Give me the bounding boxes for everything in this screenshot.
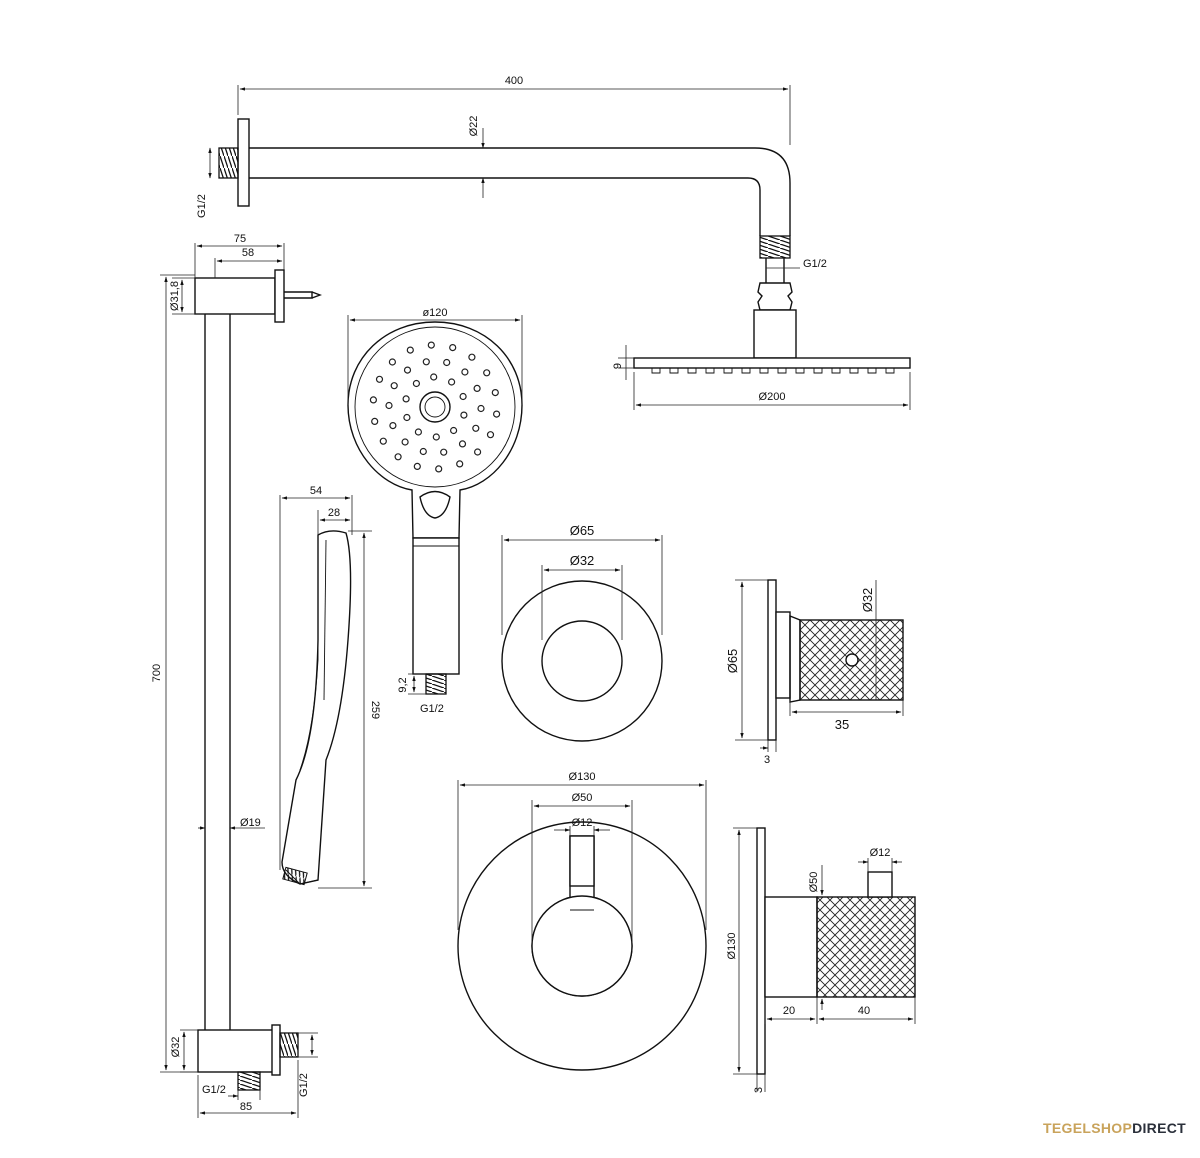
thermo-side-plate-dim: 3 — [753, 1087, 765, 1093]
thermostat-side: Ø12 Ø50 Ø130 20 40 3 — [726, 827, 916, 1093]
nozzle-dot — [456, 460, 464, 468]
nozzle-dot — [369, 396, 377, 404]
hand-thread-height-dim: 9,2 — [397, 677, 409, 692]
thermo-side-lever-dim: Ø12 — [870, 847, 891, 859]
thermo-side-knob-dim: Ø50 — [808, 872, 820, 893]
bar-bottom-thread-right-dim: G1/2 — [298, 1073, 310, 1097]
nozzle-dot — [491, 389, 499, 397]
thermo-rosette-dim: Ø130 — [569, 771, 596, 783]
bar-bottom-thread-left-dim: G1/2 — [202, 1084, 226, 1096]
nozzle-dot — [472, 424, 480, 432]
thermo-lever-dim: Ø12 — [572, 817, 593, 829]
nozzle-dot — [390, 382, 398, 390]
nozzle-dot — [427, 341, 435, 349]
nozzle-dot — [385, 401, 393, 410]
nozzle-dot — [468, 353, 476, 361]
nozzle-dot — [412, 379, 420, 388]
nozzle-dot — [461, 368, 469, 376]
arm-diameter-dim: Ø22 — [468, 116, 480, 137]
bar-bracket-width-dim: 75 — [234, 233, 246, 245]
hand-diameter-dim: ø120 — [422, 307, 447, 319]
stop-side-knob-dim: Ø32 — [860, 588, 875, 613]
stop-valve-front: Ø65 Ø32 — [501, 523, 663, 742]
thermo-side-base-dim: 20 — [783, 1005, 795, 1017]
nozzle-dot — [459, 392, 467, 401]
nozzle-dot — [389, 422, 397, 430]
nozzle-dot — [371, 417, 379, 425]
bar-bracket-depth-dim: 58 — [242, 247, 254, 259]
stop-side-rosette-dim: Ø65 — [725, 649, 740, 674]
nozzle-dot — [483, 369, 491, 377]
thermo-side-rosette-dim: Ø130 — [726, 933, 738, 960]
nozzle-dot — [375, 375, 384, 383]
hand-nozzles — [369, 341, 501, 473]
nozzle-dot — [430, 373, 438, 381]
nozzle-dot — [403, 413, 411, 422]
nozzle-dot — [486, 431, 495, 439]
nozzle-dot — [432, 433, 440, 441]
head-nozzles — [651, 368, 895, 374]
hand-side-inner-dim: 28 — [328, 507, 340, 519]
nozzle-dot — [443, 358, 451, 367]
bar-bracket-diameter-dim: Ø31,8 — [169, 281, 181, 311]
thermo-knob-dim: Ø50 — [572, 792, 593, 804]
stop-rosette-dim: Ø65 — [570, 523, 595, 538]
stop-knob-dim: Ø32 — [570, 553, 595, 568]
hand-length-dim: 259 — [369, 701, 381, 719]
brand-part-1: TEGELSHOP — [1043, 1120, 1133, 1136]
shower-arm: 400 Ø22 G1/2 G1/2 9 Ø200 — [196, 75, 911, 410]
arm-thread-dim: G1/2 — [196, 194, 208, 218]
slide-bar: 75 58 Ø31,8 700 Ø19 Ø32 G1/2 G1/2 85 — [151, 233, 322, 1118]
bar-bottom-diameter-dim: Ø32 — [170, 1037, 182, 1058]
brand-part-2: DIRECT — [1132, 1120, 1186, 1136]
nozzle-dot — [401, 438, 409, 446]
nozzle-dot — [422, 358, 430, 366]
nozzle-dot — [414, 428, 422, 436]
nozzle-dot — [460, 411, 468, 419]
thermo-side-knob-len-dim: 40 — [858, 1005, 870, 1017]
nozzle-dot — [406, 346, 414, 354]
nozzle-dot — [477, 404, 485, 413]
arm-thread-head-dim: G1/2 — [803, 258, 827, 270]
nozzle-dot — [419, 447, 427, 456]
nozzle-dot — [449, 344, 457, 352]
nozzle-dot — [474, 448, 482, 456]
nozzle-dot — [402, 395, 410, 403]
nozzle-dot — [493, 410, 501, 418]
nozzle-dot — [473, 384, 481, 392]
hand-side-depth-dim: 54 — [310, 485, 322, 497]
arm-length-dim: 400 — [505, 75, 523, 87]
stop-side-length-dim: 35 — [835, 717, 849, 732]
hand-shower-front: ø120 9,2 G1/2 — [347, 307, 523, 715]
nozzle-dot — [450, 426, 458, 435]
nozzle-dot — [379, 437, 387, 445]
bar-diameter-dim: Ø19 — [240, 817, 261, 829]
stop-side-plate-dim: 3 — [764, 754, 770, 766]
nozzle-dot — [403, 366, 412, 374]
nozzle-dot — [440, 448, 448, 456]
hand-thread-dim: G1/2 — [420, 703, 444, 715]
head-diameter-dim: Ø200 — [759, 391, 786, 403]
bar-length-dim: 700 — [151, 664, 163, 682]
stop-valve-side: Ø65 Ø32 35 3 — [725, 579, 904, 766]
nozzle-dot — [458, 440, 467, 448]
nozzle-dot — [413, 462, 421, 470]
brand-logo: TEGELSHOPDIRECT — [1043, 1120, 1186, 1136]
nozzle-dot — [388, 358, 396, 366]
nozzle-dot — [435, 465, 443, 473]
head-height-dim: 9 — [612, 363, 624, 369]
nozzle-dot — [394, 453, 402, 461]
hand-shower-side: 54 28 259 — [279, 485, 381, 889]
nozzle-dot — [448, 378, 456, 386]
bar-bottom-width-dim: 85 — [240, 1101, 252, 1113]
thermostat-front: Ø130 Ø50 Ø12 — [457, 771, 707, 1071]
